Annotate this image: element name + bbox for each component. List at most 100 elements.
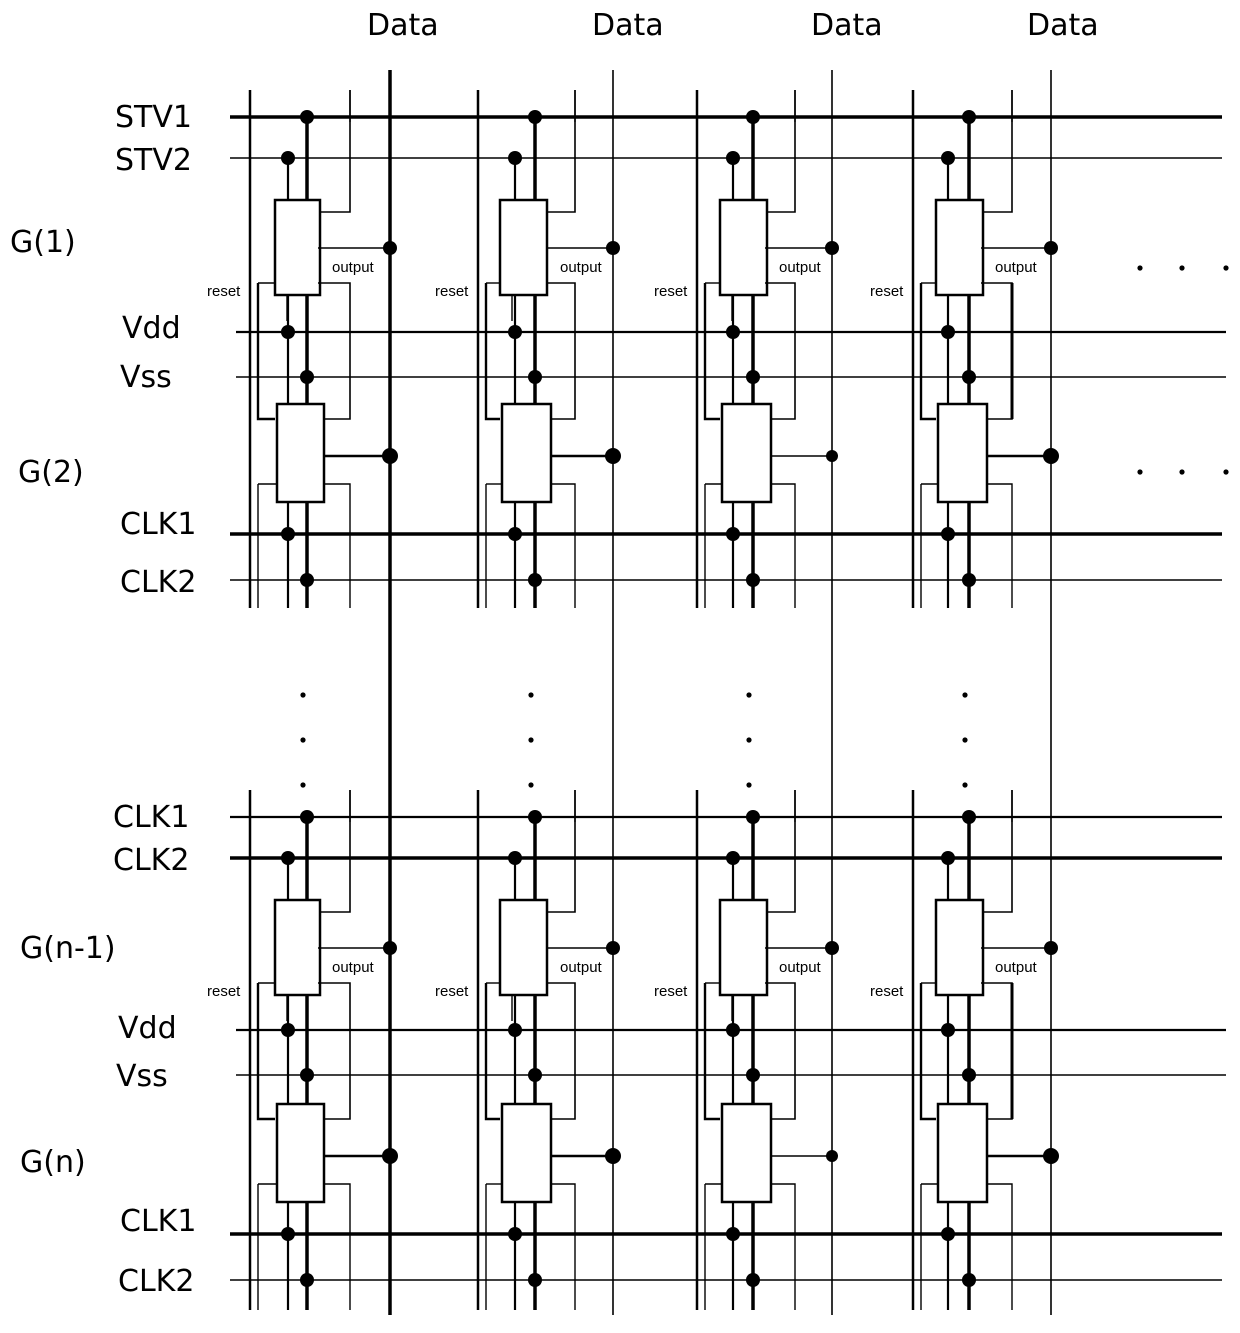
output-junction-dot bbox=[825, 241, 839, 255]
junction-dot bbox=[726, 151, 740, 165]
clk1-label: CLK1 bbox=[120, 1204, 196, 1239]
reset-label: reset bbox=[654, 983, 688, 1000]
junction-dot bbox=[281, 851, 295, 865]
vdd-label: Vdd bbox=[122, 311, 181, 346]
output-junction-dot bbox=[383, 241, 397, 255]
output-junction-dot bbox=[605, 448, 621, 464]
junction-dot bbox=[528, 1068, 542, 1082]
ellipsis-dot bbox=[1137, 469, 1142, 474]
wire bbox=[981, 790, 1012, 912]
ellipsis-dot bbox=[962, 782, 967, 787]
gate-label-g1: G(1) bbox=[10, 225, 76, 260]
reset-label: reset bbox=[654, 283, 688, 300]
shift-register-block bbox=[275, 900, 320, 995]
junction-dot bbox=[508, 1227, 522, 1241]
junction-dot bbox=[941, 1023, 955, 1037]
reset-label: reset bbox=[870, 283, 904, 300]
junction-dot bbox=[941, 527, 955, 541]
output-junction-dot bbox=[826, 1150, 838, 1162]
output-junction-dot bbox=[382, 1148, 398, 1164]
junction-dot bbox=[746, 1273, 760, 1287]
vss-label: Vss bbox=[120, 360, 172, 395]
junction-dot bbox=[281, 1023, 295, 1037]
junction-dot bbox=[528, 370, 542, 384]
junction-dot bbox=[941, 325, 955, 339]
wire bbox=[546, 983, 575, 1119]
junction-dot bbox=[726, 1023, 740, 1037]
junction-dot bbox=[300, 370, 314, 384]
wire bbox=[981, 90, 1012, 212]
junction-dot bbox=[300, 573, 314, 587]
junction-dot bbox=[726, 325, 740, 339]
output-label: output bbox=[560, 959, 603, 976]
data-column-header: Data bbox=[1027, 8, 1099, 43]
output-label: output bbox=[332, 259, 375, 276]
shift-register-block bbox=[502, 404, 551, 502]
shift-register-block bbox=[500, 200, 547, 295]
vss-label: Vss bbox=[116, 1059, 168, 1094]
ellipsis-dot bbox=[528, 782, 533, 787]
junction-dot bbox=[941, 151, 955, 165]
wire bbox=[258, 283, 275, 419]
junction-dot bbox=[941, 1227, 955, 1241]
output-junction-dot bbox=[383, 941, 397, 955]
wire bbox=[771, 484, 795, 608]
output-junction-dot bbox=[1043, 1148, 1059, 1164]
junction-dot bbox=[528, 573, 542, 587]
junction-dot bbox=[746, 1068, 760, 1082]
ellipsis-dot bbox=[746, 782, 751, 787]
ellipsis-dot bbox=[1137, 265, 1142, 270]
reset-label: reset bbox=[207, 983, 241, 1000]
ellipsis-dot bbox=[1179, 265, 1184, 270]
output-label: output bbox=[779, 259, 822, 276]
wire bbox=[486, 983, 500, 1119]
ellipsis-dot bbox=[528, 737, 533, 742]
junction-dot bbox=[508, 325, 522, 339]
wire bbox=[546, 90, 575, 212]
shift-register-block bbox=[936, 200, 983, 295]
junction-dot bbox=[508, 1023, 522, 1037]
wire bbox=[546, 790, 575, 912]
reset-label: reset bbox=[435, 283, 469, 300]
junction-dot bbox=[300, 810, 314, 824]
ellipsis-dot bbox=[746, 737, 751, 742]
ellipsis-dot bbox=[300, 737, 305, 742]
wire bbox=[765, 90, 795, 212]
shift-register-block bbox=[277, 404, 324, 502]
ellipsis-dot bbox=[300, 782, 305, 787]
output-junction-dot bbox=[382, 448, 398, 464]
junction-dot bbox=[962, 1273, 976, 1287]
wire bbox=[486, 283, 500, 419]
ellipsis-dot bbox=[300, 692, 305, 697]
junction-dot bbox=[726, 527, 740, 541]
reset-label: reset bbox=[207, 283, 241, 300]
output-junction-dot bbox=[825, 941, 839, 955]
ellipsis-dot bbox=[962, 737, 967, 742]
junction-dot bbox=[281, 527, 295, 541]
junction-dot bbox=[746, 810, 760, 824]
junction-dot bbox=[726, 1227, 740, 1241]
junction-dot bbox=[528, 110, 542, 124]
junction-dot bbox=[300, 1068, 314, 1082]
output-junction-dot bbox=[606, 941, 620, 955]
wire bbox=[705, 283, 720, 419]
junction-dot bbox=[281, 325, 295, 339]
junction-dot bbox=[528, 1273, 542, 1287]
shift-register-block bbox=[936, 900, 983, 995]
junction-dot bbox=[962, 810, 976, 824]
junction-dot bbox=[962, 573, 976, 587]
clk2-label: CLK2 bbox=[120, 565, 196, 600]
output-label: output bbox=[779, 959, 822, 976]
junction-dot bbox=[528, 810, 542, 824]
wire bbox=[324, 1184, 350, 1310]
junction-dot bbox=[726, 851, 740, 865]
output-label: output bbox=[995, 259, 1038, 276]
shift-register-block bbox=[722, 404, 771, 502]
wire bbox=[765, 983, 795, 1119]
wire bbox=[551, 1184, 575, 1310]
data-column-header: Data bbox=[592, 8, 664, 43]
wire bbox=[551, 484, 575, 608]
output-junction-dot bbox=[826, 450, 838, 462]
output-junction-dot bbox=[606, 241, 620, 255]
reset-label: reset bbox=[870, 983, 904, 1000]
